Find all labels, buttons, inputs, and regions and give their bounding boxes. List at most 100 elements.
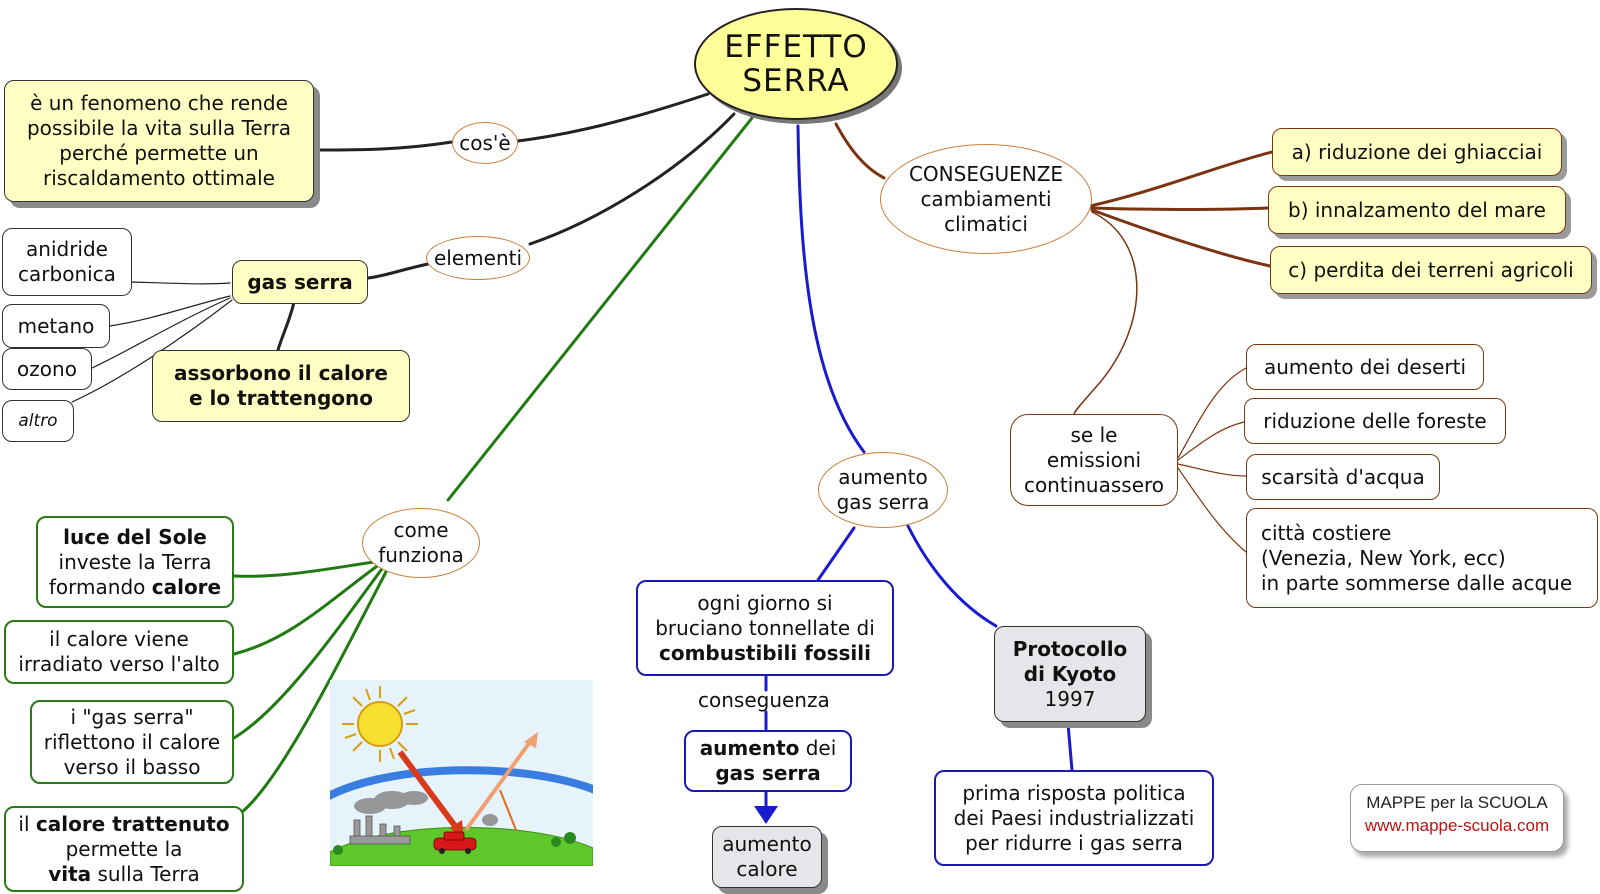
link-cf-step3: [232, 564, 386, 740]
gas-ozono: ozono: [2, 348, 92, 390]
conseguenze-text: cambiamenti: [920, 186, 1052, 211]
aumento-calore-node: aumento calore: [712, 826, 822, 888]
conseguenza-text: a) riduzione dei ghiacciai: [1291, 139, 1543, 164]
step-text: formando calore: [49, 575, 221, 600]
definition-box: è un fenomeno che rende possibile la vit…: [4, 80, 314, 202]
step-text: i "gas serra": [70, 704, 194, 729]
effect-text: aumento dei deserti: [1263, 354, 1467, 379]
effect-text: riduzione delle foreste: [1263, 408, 1487, 433]
step-text: verso il basso: [63, 754, 201, 779]
conseguenza-text: b) innalzamento del mare: [1288, 197, 1546, 222]
effect-foreste: riduzione delle foreste: [1244, 398, 1506, 444]
gas-text: anidride: [26, 237, 108, 261]
aumento-text-part: dei: [799, 736, 837, 760]
kyoto-text: di Kyoto: [1023, 661, 1117, 686]
step-luce-del-sole: luce del Sole investe la Terra formando …: [36, 516, 234, 608]
link-title-conseguenze: [834, 122, 886, 180]
link-label-come-funziona: come funziona: [362, 508, 480, 578]
step-text-bold: calore trattenuto: [35, 811, 230, 836]
effect-text: città costiere: [1261, 520, 1392, 545]
risposta-text: per ridurre i gas serra: [965, 830, 1183, 855]
step-calore-trattenuto: il calore trattenuto permette la vita su…: [4, 806, 244, 892]
step-gas-serra-riflettono: i "gas serra" riflettono il calore verso…: [30, 700, 234, 784]
atmosphere-arc: [330, 766, 593, 800]
step-text-part: sulla Terra: [91, 861, 200, 886]
link-sele-foreste: [1177, 421, 1245, 461]
kyoto-node: Protocollo di Kyoto 1997: [994, 626, 1146, 722]
link-label-text: come: [393, 518, 449, 542]
step-text: permette la: [65, 836, 183, 861]
link-cons-c: [1090, 208, 1272, 268]
conseguenze-text: CONSEGUENZE: [908, 161, 1064, 186]
assorbono-node: assorbono il calore e lo trattengono: [152, 350, 410, 422]
aumento-text: aumento dei: [700, 736, 837, 761]
link-kyoto-risposta: [1066, 722, 1074, 772]
se-le-text: se le: [1070, 422, 1118, 447]
link-label-text: aumento: [838, 465, 928, 489]
assorbono-line: e lo trattengono: [189, 386, 373, 410]
link-label-text: gas serra: [836, 490, 930, 514]
gas-metano: metano: [2, 304, 110, 348]
link-label-text: elementi: [433, 245, 523, 270]
link-gasserra-assorbono: [276, 300, 296, 352]
gas-text: altro: [18, 410, 58, 431]
car-icon: [433, 831, 477, 854]
gas-text: ozono: [17, 356, 77, 381]
reflected-down-arrow: [499, 789, 517, 831]
link-gasserra-metano: [109, 295, 231, 327]
effect-acqua: scarsità d'acqua: [1246, 454, 1440, 500]
step-calore-irradiato: il calore viene irradiato verso l'alto: [4, 620, 234, 684]
link-cons-a: [1088, 150, 1274, 208]
gas-text: carbonica: [18, 262, 116, 286]
smoke-cloud: [354, 791, 498, 826]
link-sele-citta: [1177, 467, 1247, 553]
effect-citta-costiere: città costiere (Venezia, New York, ecc) …: [1246, 508, 1598, 608]
conseguenza-terreni: c) perdita dei terreni agricoli: [1270, 246, 1592, 294]
link-title-elementi: [528, 112, 736, 246]
assorbono-line: assorbono il calore: [174, 361, 388, 385]
conseguenze-text: climatici: [944, 211, 1028, 236]
reflected-arrow-icon: [464, 740, 532, 832]
definition-line: perché permette un: [59, 141, 259, 165]
link-sele-deserti: [1177, 367, 1247, 459]
step-text-part: il: [18, 811, 36, 836]
link-label-text: funziona: [378, 543, 464, 567]
factory-icon: [349, 815, 411, 845]
reflected-arrowhead: [524, 732, 538, 748]
link-aumento-fossili: [816, 526, 856, 582]
risposta-node: prima risposta politica dei Paesi indust…: [934, 770, 1214, 866]
credit-box: MAPPE per la SCUOLA www.mappe-scuola.com: [1350, 784, 1564, 852]
link-cf-step4: [240, 566, 390, 814]
kyoto-text: Protocollo: [1012, 636, 1128, 661]
definition-line: riscaldamento ottimale: [43, 166, 275, 190]
link-label-conseguenza: conseguenza: [698, 688, 830, 712]
link-cf-step2: [232, 562, 382, 656]
step-text: luce del Sole: [63, 524, 207, 549]
step-text-bold: calore: [151, 574, 222, 599]
se-le-text: continuassero: [1023, 472, 1165, 497]
link-cose-definition: [316, 140, 454, 152]
aumento-text: gas serra: [715, 761, 821, 785]
conseguenza-ghiacciai: a) riduzione dei ghiacciai: [1272, 128, 1562, 176]
link-gasserra-anidride: [131, 281, 231, 285]
credit-url[interactable]: www.mappe-scuola.com: [1364, 816, 1550, 835]
link-label-text: cos'è: [459, 130, 511, 155]
se-le-text: emissioni: [1046, 447, 1142, 472]
sunlight-arrow-icon: [397, 750, 461, 832]
gas-serra-text: gas serra: [247, 269, 353, 294]
kyoto-text: 1997: [1044, 686, 1096, 711]
link-gasserra-ozono: [91, 297, 231, 369]
link-title-comefunziona: [446, 116, 754, 502]
step-text: riflettono il calore: [43, 729, 221, 754]
step-text: irradiato verso l'alto: [18, 652, 220, 676]
title-line-2: SERRA: [742, 63, 850, 99]
gas-altro: altro: [2, 400, 74, 442]
effect-text: scarsità d'acqua: [1261, 464, 1425, 489]
step-text: investe la Terra: [58, 549, 212, 574]
effect-text: (Venezia, New York, ecc): [1261, 545, 1506, 570]
fossili-text: bruciano tonnellate di: [655, 615, 875, 640]
step-text: vita sulla Terra: [48, 862, 200, 887]
step-text: il calore trattenuto: [18, 812, 229, 837]
risposta-text: prima risposta politica: [962, 780, 1186, 805]
